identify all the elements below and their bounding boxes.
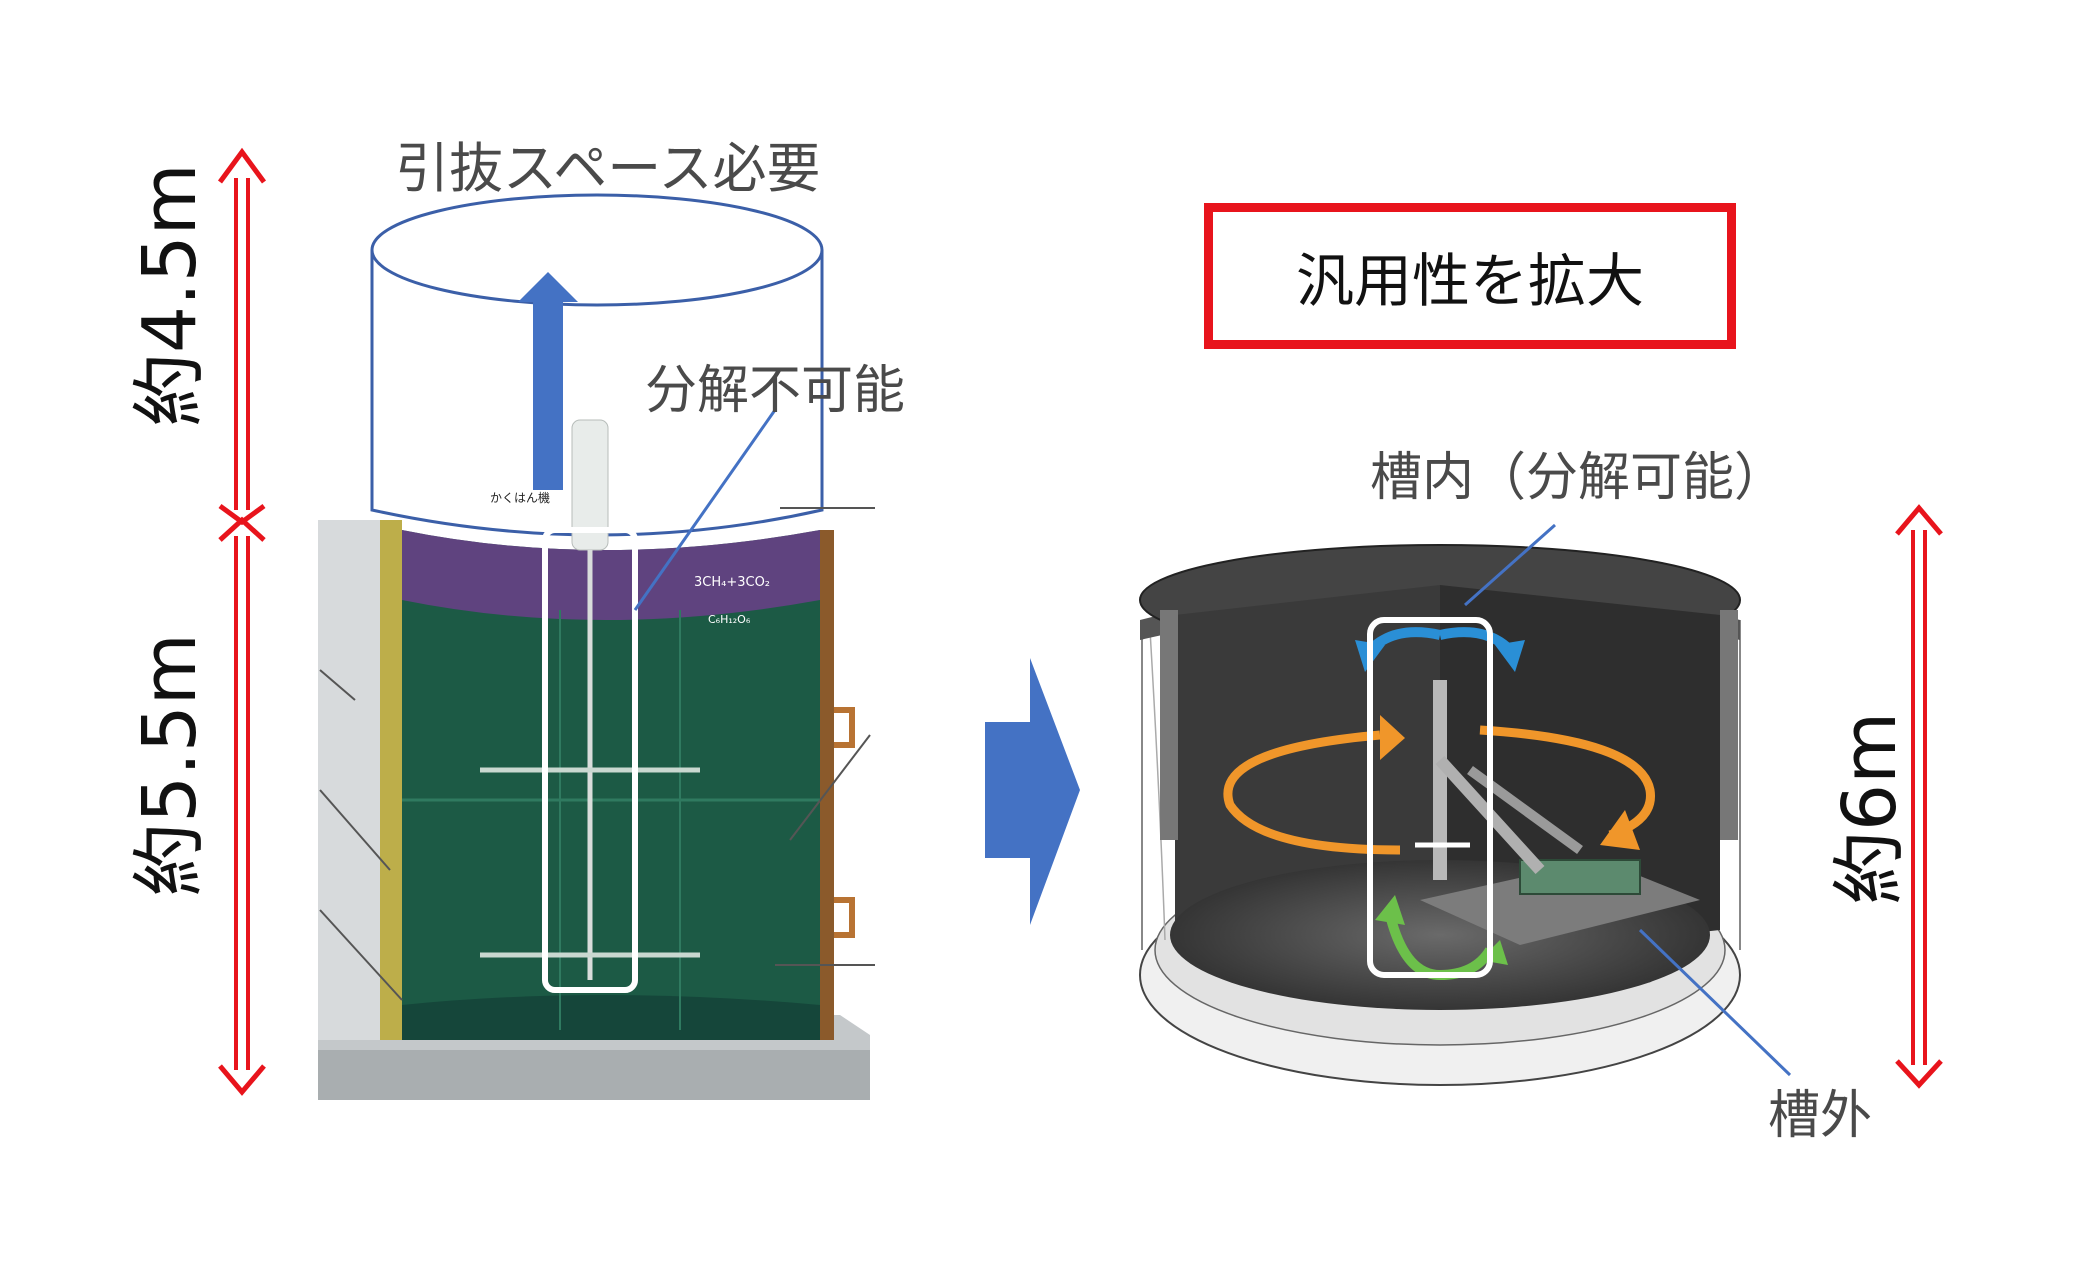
- dimension-arrow-lower: [218, 516, 266, 1096]
- inside-leader: [1464, 523, 1556, 607]
- dimension-arrow-upper: [217, 147, 267, 526]
- withdrawal-space-cylinder: [370, 193, 824, 537]
- inside-highlight-box: [1367, 617, 1493, 978]
- equation-bottom-label: C₆H₁₂O₆: [708, 613, 751, 626]
- dimension-arrow-right: [1895, 504, 1943, 1089]
- transition-arrow: [985, 658, 1080, 925]
- agitator-label: かくはん機: [490, 491, 551, 505]
- withdrawal-space-label: 引抜スペース必要: [395, 137, 821, 200]
- outside-leader: [1638, 928, 1792, 1077]
- agitator-highlight-box: [542, 527, 638, 993]
- no-decomposition-leader: [633, 409, 777, 611]
- withdrawal-up-arrow: [518, 272, 578, 490]
- rotation-flow-left: [1223, 730, 1401, 855]
- callout-text: 汎用性を拡大: [1295, 247, 1644, 315]
- height-lower-label: 約5.5m: [127, 633, 213, 897]
- height-right-label: 約6m: [1827, 711, 1913, 905]
- concrete-wall: [318, 520, 390, 1040]
- left-tank: [318, 419, 875, 1100]
- tank-base: [318, 1035, 870, 1100]
- outside-tank-label: 槽外: [1768, 1086, 1873, 1146]
- rotation-flow-right: [1479, 725, 1655, 840]
- right-tank: [1139, 544, 1741, 1086]
- versatility-callout: 汎用性を拡大: [1204, 203, 1736, 349]
- no-decomposition-label: 分解不可能: [645, 361, 906, 421]
- equation-top-label: 3CH₄+3CO₂: [694, 575, 771, 590]
- tank-interior: [402, 530, 820, 1040]
- inside-tank-label: 槽内（分解可能）: [1370, 448, 1787, 508]
- height-upper-label: 約4.5m: [127, 163, 213, 427]
- left-dimension-arrows: [217, 147, 267, 1096]
